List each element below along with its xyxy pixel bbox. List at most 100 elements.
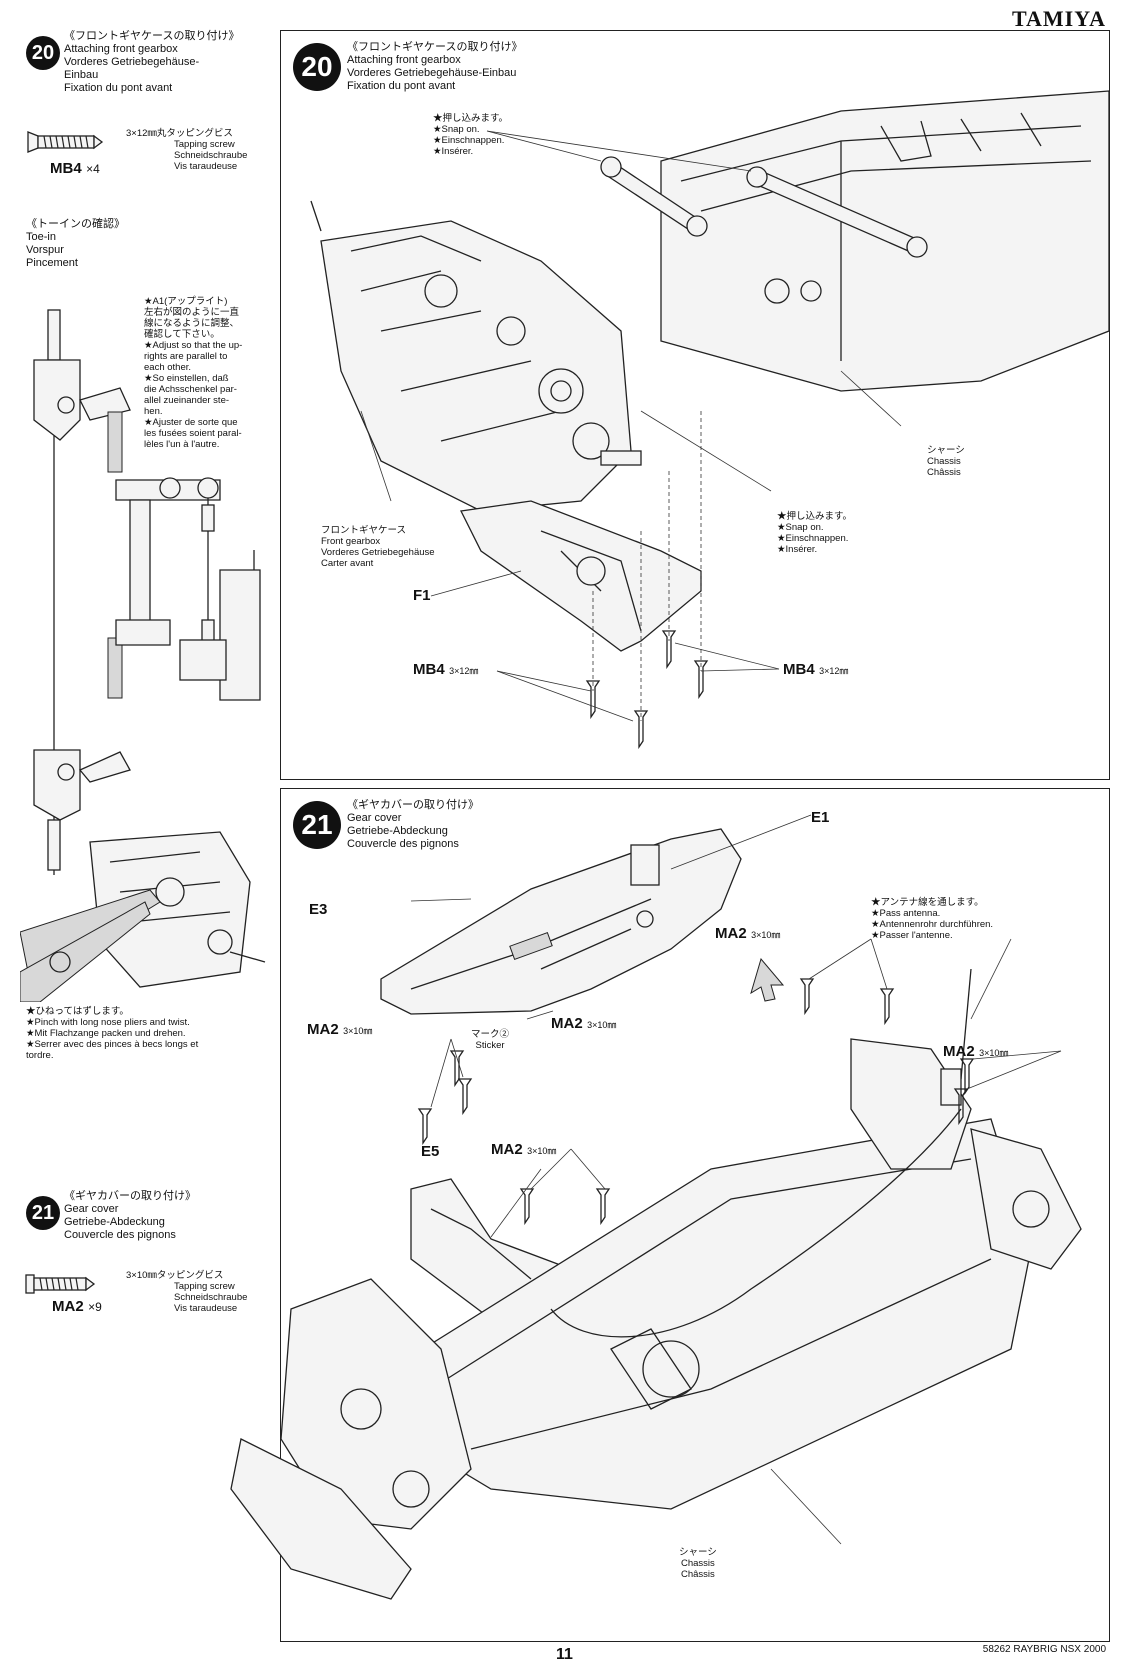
title-line: Vorspur — [26, 244, 64, 256]
page-number: 11 — [556, 1646, 573, 1663]
screw-code: MA2 — [943, 1043, 975, 1060]
title-line: Couvercle des pignons — [64, 1229, 176, 1241]
panel-21-badge: 21 — [293, 801, 341, 849]
note-line: シャーシ — [679, 1547, 717, 1558]
note-line: ★Mit Flachzange packen und drehen. — [26, 1028, 186, 1039]
note-line: ★アンテナ線を通します。 — [871, 897, 984, 908]
note-line: ★Ajuster de sorte que — [144, 417, 238, 428]
part-e3-label: E3 — [309, 901, 328, 918]
screw-name: Schneidschraube — [174, 150, 248, 161]
screw-ma2-spec: 3×10㎜タッピングビス Tapping screw Schneidschrau… — [126, 1270, 247, 1314]
panel-step-20: 20 《フロントギヤケースの取り付け》 Attaching front gear… — [280, 30, 1110, 780]
front-gearbox-assembly-diagram — [310, 90, 1109, 750]
screw-mb4-icon — [27, 131, 104, 153]
screw-size: 3×10㎜ — [979, 1048, 1009, 1058]
ma2-label-right: MA2 3×10㎜ — [943, 1043, 1008, 1061]
panel-20-snap-top: ★押し込みます。 ★Snap on. ★Einschnappen. ★Insér… — [433, 113, 508, 157]
title-line: Gear cover — [347, 812, 402, 824]
note-line: 線になるように調整、 — [144, 318, 240, 329]
title-line: Vorderes Getriebegehäuse- — [64, 56, 200, 68]
screw-spec: 3×10㎜タッピングビス — [126, 1270, 224, 1281]
note-line: Carter avant — [321, 558, 374, 569]
note-line: ★Snap on. — [777, 522, 824, 533]
panel-step-21: 21 《ギヤカバーの取り付け》 Gear cover Getriebe-Abde… — [230, 788, 1110, 1642]
screw-name: Vis taraudeuse — [174, 1303, 238, 1314]
title-line: Toe-in — [26, 231, 56, 243]
note-line: tordre. — [26, 1050, 54, 1061]
screw-name: Vis taraudeuse — [174, 161, 238, 172]
brand-logo: TAMIYA — [1011, 6, 1106, 31]
note-line: ★Snap on. — [433, 124, 480, 135]
screw-size: 3×10㎜ — [587, 1020, 617, 1030]
screw-code: MB4 — [413, 661, 445, 678]
note-line: ★Einschnappen. — [777, 533, 849, 544]
screw-code: MA2 — [307, 1021, 339, 1038]
note-line: ★Pass antenna. — [871, 908, 941, 919]
screw-code: MB4 — [783, 661, 815, 678]
screw-name: Tapping screw — [174, 1281, 235, 1292]
part-e5-label: E5 — [421, 1143, 440, 1160]
gear-cover-assembly-diagram — [230, 814, 1082, 1600]
note-line: Châssis — [927, 467, 961, 478]
ma2-label-center: MA2 3×10㎜ — [551, 1015, 616, 1033]
screw-ma2-icon — [25, 1274, 96, 1294]
title-line: 《フロントギヤケースの取り付け》 — [347, 41, 523, 53]
screw-code: MA2 — [715, 925, 747, 942]
toein-note: ★A1(アップライト) 左右が図のように一直 線になるように調整、 確認して下さ… — [144, 296, 272, 450]
panel-21-chassis: シャーシ Chassis Châssis — [679, 1547, 717, 1580]
title-line: Pincement — [26, 257, 78, 269]
title-line: Couvercle des pignons — [347, 838, 459, 850]
title-line: Einbau — [64, 69, 99, 81]
note-line: ★Antennenrohr durchführen. — [871, 919, 994, 930]
note-line: ★Einschnappen. — [433, 135, 505, 146]
note-line: Chassis — [927, 456, 961, 467]
note-line: les fusées soient paral- — [144, 428, 242, 439]
title-line: 《トーインの確認》 — [26, 218, 125, 230]
note-line: ★Passer l'antenne. — [871, 930, 953, 941]
note-line: rights are parallel to — [144, 351, 228, 362]
title-line: Fixation du pont avant — [347, 80, 456, 92]
note-line: ★押し込みます。 — [433, 113, 509, 124]
title-line: Getriebe-Abdeckung — [347, 825, 448, 837]
screw-size: 3×12㎜ — [819, 666, 849, 676]
panel-20-gearbox-label: フロントギヤケース Front gearbox Vorderes Getrieb… — [321, 525, 435, 569]
left-step-20-title: 《フロントギヤケースの取り付け》 Attaching front gearbox… — [64, 30, 239, 95]
note-line: Sticker — [475, 1040, 505, 1051]
note-line: ★Insérer. — [777, 544, 818, 555]
title-line: 《フロントギヤケースの取り付け》 — [64, 30, 240, 42]
note-line: ★A1(アップライト) — [144, 296, 228, 307]
screw-code: MA2 — [491, 1141, 523, 1158]
note-line: ★Insérer. — [433, 146, 474, 157]
title-line: 《ギヤカバーの取り付け》 — [64, 1190, 196, 1202]
note-line: allel zueinander ste- — [144, 395, 230, 406]
screw-name: Schneidschraube — [174, 1292, 248, 1303]
ma2-label-top-right: MA2 3×10㎜ — [715, 925, 780, 943]
antenna-note: ★アンテナ線を通します。 ★Pass antenna. ★Antennenroh… — [871, 897, 993, 941]
note-line: フロントギヤケース — [321, 525, 407, 536]
part-e1-label: E1 — [811, 809, 830, 826]
title-line: Vorderes Getriebegehäuse-Einbau — [347, 67, 517, 79]
pliers-note: ★ひねってはずします。 ★Pinch with long nose pliers… — [26, 1006, 274, 1061]
pliers-illustration — [20, 831, 266, 1002]
note-line: ★So einstellen, daß — [144, 373, 229, 384]
note-line: Front gearbox — [321, 536, 381, 547]
left-step-21-badge: 21 — [26, 1196, 60, 1230]
note-line: ★ひねってはずします。 — [26, 1006, 129, 1017]
note-line: 確認して下さい。 — [144, 329, 220, 340]
left-step-20-badge: 20 — [26, 36, 60, 70]
panel-20-chassis: シャーシ Chassis Châssis — [927, 445, 965, 478]
note-line: マーク② — [471, 1029, 510, 1040]
screw-qty: ×9 — [88, 1300, 102, 1314]
panel-20-snap-right: ★押し込みます。 ★Snap on. ★Einschnappen. ★Insér… — [777, 511, 852, 555]
screw-ma2-label: MA2 ×9 — [52, 1298, 102, 1316]
ma2-label-left: MA2 3×10㎜ — [307, 1021, 372, 1039]
note-line: each other. — [144, 362, 192, 373]
title-line: Attaching front gearbox — [347, 54, 461, 66]
note-line: die Achsschenkel par- — [144, 384, 237, 395]
screw-code: MA2 — [551, 1015, 583, 1032]
toein-diagram — [33, 309, 261, 875]
screw-name: Tapping screw — [174, 139, 235, 150]
sticker-label: マーク② Sticker — [471, 1029, 509, 1051]
screw-size: 3×10㎜ — [527, 1146, 557, 1156]
part-f1-label: F1 — [413, 587, 431, 604]
